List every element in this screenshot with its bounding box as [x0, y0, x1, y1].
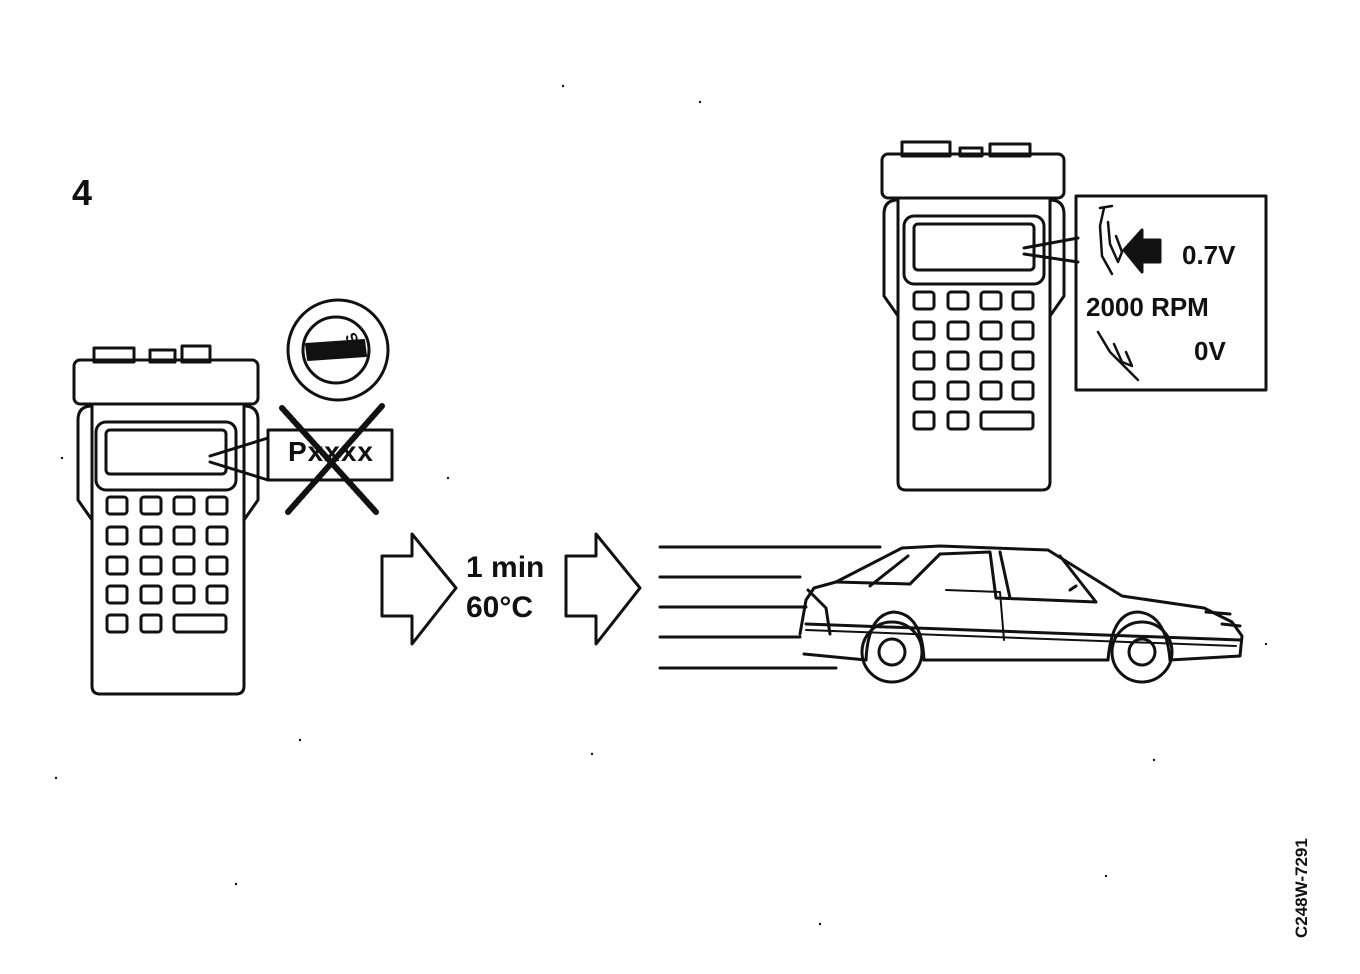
arrow-right-icon — [564, 532, 642, 646]
warmup-temperature: 60°C — [466, 591, 534, 624]
motion-lines — [658, 545, 882, 670]
step-number: 4 — [72, 172, 93, 213]
scan-specks — [54, 84, 1268, 926]
scan-tool-right — [880, 140, 1080, 492]
cross-out-mark — [279, 403, 385, 515]
readout-box — [1074, 194, 1268, 392]
fault-code-box — [266, 428, 394, 482]
accelerator-pedal-released-icon — [1096, 330, 1140, 382]
accelerator-pedal-pressed-icon — [1098, 204, 1124, 276]
figure-code: C248W-7291 — [1288, 780, 1318, 950]
ignition-switch-icon — [286, 298, 390, 402]
warmup-label: 1 min 60°C — [466, 548, 544, 628]
fault-code-label: Pxxxx — [288, 436, 374, 467]
keypad-right — [912, 290, 1035, 431]
voltage-high-value: 0.7V — [1182, 240, 1236, 270]
figure-code-text: C248W-7291 — [1292, 838, 1311, 938]
arrow-left-icon — [1122, 228, 1162, 274]
arrow-right-icon — [380, 532, 458, 646]
car-illustration — [798, 544, 1244, 684]
engine-speed-value: 2000 RPM — [1086, 292, 1209, 322]
voltage-low-value: 0V — [1194, 336, 1226, 366]
warmup-duration: 1 min — [466, 551, 545, 584]
scan-tool-left — [72, 344, 270, 696]
keypad-left — [105, 495, 229, 634]
